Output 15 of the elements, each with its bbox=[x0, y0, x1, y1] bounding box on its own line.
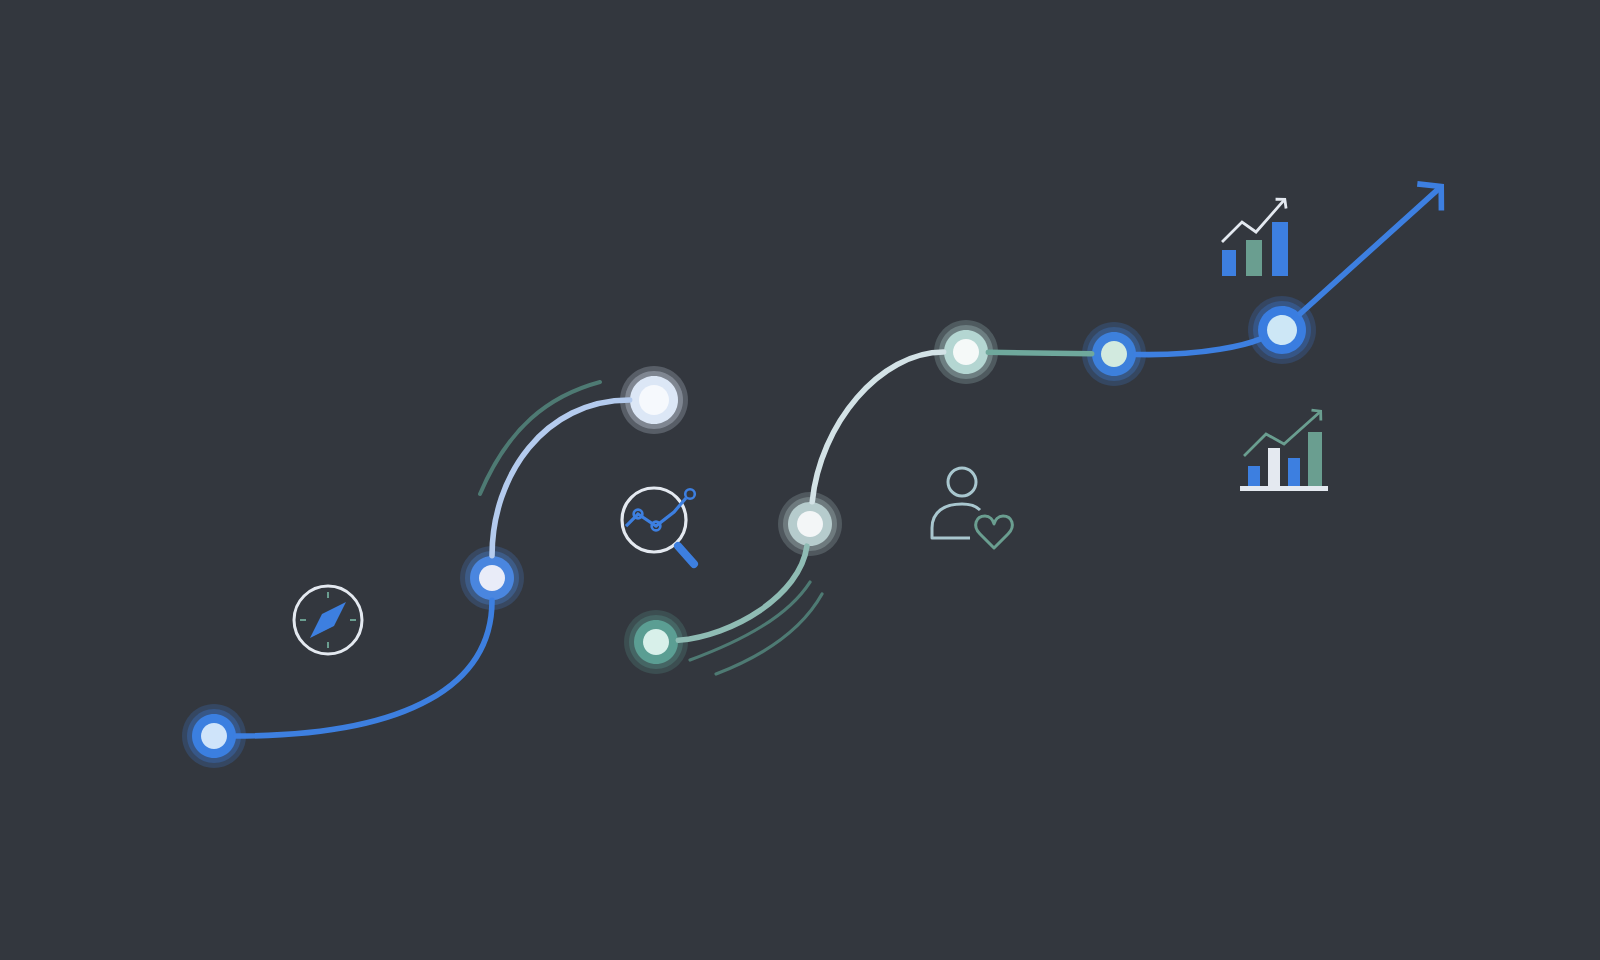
arrow bbox=[1297, 181, 1445, 317]
connector-line bbox=[1133, 336, 1263, 358]
node-circle bbox=[1248, 296, 1316, 364]
node-circle bbox=[778, 492, 842, 556]
node-circle bbox=[624, 610, 688, 674]
node-circle bbox=[182, 704, 246, 768]
node-circle bbox=[620, 366, 688, 434]
node-circle bbox=[934, 320, 998, 384]
node-circle bbox=[460, 546, 524, 610]
connector-line bbox=[809, 349, 947, 505]
node-circle bbox=[1082, 322, 1146, 386]
connector-line bbox=[675, 543, 810, 644]
connector-line bbox=[985, 349, 1095, 357]
connector-line bbox=[489, 397, 633, 559]
connector-line bbox=[233, 597, 495, 739]
